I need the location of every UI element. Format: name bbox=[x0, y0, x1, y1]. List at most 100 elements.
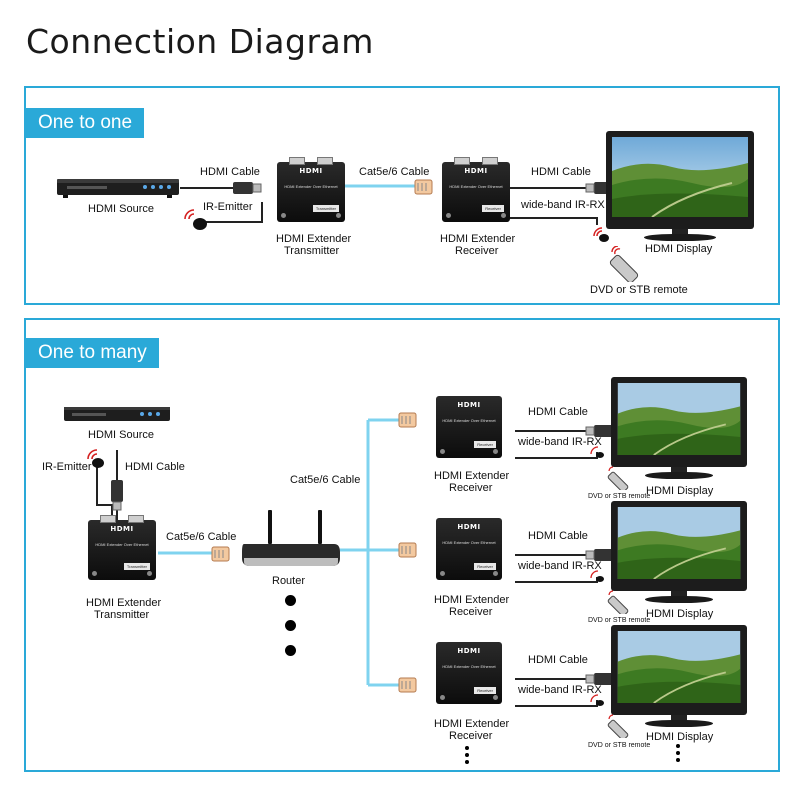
continuation-dot bbox=[676, 744, 680, 748]
hdmi-connector-icon bbox=[233, 182, 262, 194]
continuation-dot bbox=[285, 620, 296, 631]
continuation-dot bbox=[465, 753, 469, 757]
hdmi-display-row2 bbox=[611, 501, 747, 603]
one-to-one-panel bbox=[24, 86, 780, 305]
one-to-one-tab: One to one bbox=[26, 108, 145, 138]
device-tag: Transmitter bbox=[312, 205, 339, 212]
monitor-base bbox=[644, 234, 716, 241]
continuation-dot bbox=[285, 595, 296, 606]
remote-control-icon bbox=[607, 466, 629, 490]
ir-rx-label-row1: wide-band IR-RX bbox=[518, 436, 602, 448]
hdmi-cable-label-p1-right: HDMI Cable bbox=[531, 166, 591, 178]
one-to-many-panel bbox=[24, 318, 780, 772]
monitor-neck bbox=[671, 467, 687, 473]
hdmi-logo: HDMI bbox=[464, 167, 488, 175]
hdmi-display-label-row2: HDMI Display bbox=[646, 608, 714, 620]
device-subtitle: HDMI Extender Over Ethernet bbox=[442, 418, 496, 423]
hdmi-logo: HDMI bbox=[457, 401, 481, 409]
screw-icon bbox=[440, 449, 445, 454]
ir-rx-cable-row1 bbox=[515, 452, 598, 459]
device-subtitle: HDMI Extender Over Ethernet bbox=[442, 664, 496, 669]
hdmi-cable-label-row1: HDMI Cable bbox=[528, 406, 588, 418]
hdmi-connector-icon bbox=[585, 549, 614, 561]
screw-icon bbox=[493, 695, 498, 700]
rj45-connector-icon bbox=[398, 542, 417, 558]
ir-emitter-cable-p1 bbox=[205, 202, 263, 223]
hdmi-cable-label-p2-left: HDMI Cable bbox=[125, 461, 185, 473]
receiver-label-row2-l1: HDMI Extender bbox=[434, 594, 510, 606]
continuation-dot bbox=[465, 746, 469, 750]
receiver-label-p1-l2: Receiver bbox=[455, 245, 499, 257]
port-icon bbox=[317, 157, 333, 165]
transmitter-label-p1-l2: Transmitter bbox=[284, 245, 340, 257]
hdmi-connector-icon bbox=[585, 425, 614, 437]
receiver-label-row1-l2: Receiver bbox=[449, 482, 493, 494]
remote-label-p1: DVD or STB remote bbox=[590, 284, 688, 296]
device-tag: Receiver bbox=[474, 687, 496, 694]
monitor-neck bbox=[671, 591, 687, 597]
one-to-many-tab: One to many bbox=[26, 338, 159, 368]
port-icon bbox=[454, 157, 470, 165]
screw-icon bbox=[440, 571, 445, 576]
screw-icon bbox=[501, 213, 506, 218]
monitor-screen bbox=[617, 383, 741, 455]
device-subtitle: HDMI Extender Over Ethernet bbox=[442, 540, 496, 545]
continuation-dot bbox=[676, 751, 680, 755]
device-subtitle: HDMI Extender Over Ethernet bbox=[284, 184, 338, 189]
transmitter-label-p1-l1: HDMI Extender bbox=[276, 233, 352, 245]
ir-receiver-icon bbox=[590, 446, 604, 458]
hdmi-cable-label-p1-left: HDMI Cable bbox=[200, 166, 260, 178]
transmitter-device-p1: HDMI HDMI Extender Over Ethernet Transmi… bbox=[277, 157, 345, 222]
ir-emitter-cable-p2 bbox=[96, 465, 113, 520]
transmitter-label-p2-l1: HDMI Extender bbox=[86, 597, 162, 609]
ir-emitter-icon bbox=[87, 449, 104, 468]
remote-label-row1: DVD or STB remote bbox=[588, 493, 651, 500]
hdmi-source-label-p1: HDMI Source bbox=[88, 203, 155, 215]
transmitter-label-p2-l2: Transmitter bbox=[94, 609, 150, 621]
ir-emitter-label-p1: IR-Emitter bbox=[203, 201, 253, 213]
screw-icon bbox=[92, 571, 97, 576]
remote-control-icon bbox=[609, 246, 639, 282]
receiver-device-row3: HDMI HDMI Extender Over Ethernet Receive… bbox=[436, 642, 502, 704]
ir-rx-cable-p1 bbox=[510, 217, 598, 225]
device-tag: Receiver bbox=[474, 563, 496, 570]
device-tag: Receiver bbox=[482, 205, 504, 212]
monitor-neck bbox=[671, 715, 687, 721]
screw-icon bbox=[147, 571, 152, 576]
ir-emitter-label-p2: IR-Emitter bbox=[42, 461, 92, 473]
monitor-neck bbox=[672, 229, 688, 235]
hdmi-logo: HDMI bbox=[110, 525, 134, 533]
remote-control-icon bbox=[607, 714, 629, 738]
port-icon bbox=[128, 515, 144, 523]
ir-rx-label-row2: wide-band IR-RX bbox=[518, 560, 602, 572]
receiver-label-row3-l2: Receiver bbox=[449, 730, 493, 742]
continuation-dot bbox=[285, 645, 296, 656]
rj45-connector-icon bbox=[398, 677, 417, 693]
device-tag: Transmitter bbox=[123, 563, 150, 570]
hdmi-connector-icon bbox=[585, 673, 614, 685]
monitor-base bbox=[645, 472, 713, 479]
hdmi-display-row1 bbox=[611, 377, 747, 479]
hdmi-logo: HDMI bbox=[457, 523, 481, 531]
continuation-dot bbox=[465, 760, 469, 764]
receiver-label-row1-l1: HDMI Extender bbox=[434, 470, 510, 482]
monitor-screen bbox=[612, 137, 748, 217]
rj45-connector-icon bbox=[211, 546, 230, 562]
hdmi-display-label-p1: HDMI Display bbox=[645, 243, 713, 255]
receiver-device-row1: HDMI HDMI Extender Over Ethernet Receive… bbox=[436, 396, 502, 458]
receiver-label-row3-l1: HDMI Extender bbox=[434, 718, 510, 730]
hdmi-logo: HDMI bbox=[299, 167, 323, 175]
screw-icon bbox=[440, 695, 445, 700]
cat-cable-label-p2-left: Cat5e/6 Cable bbox=[166, 531, 237, 543]
hdmi-source-label-p2: HDMI Source bbox=[88, 429, 155, 441]
hdmi-logo: HDMI bbox=[457, 647, 481, 655]
ir-receiver-icon bbox=[590, 570, 604, 582]
cat-cable-label-p2-top: Cat5e/6 Cable bbox=[290, 474, 361, 486]
port-icon bbox=[482, 157, 498, 165]
ir-rx-label-row3: wide-band IR-RX bbox=[518, 684, 602, 696]
cat-cable-label-p1: Cat5e/6 Cable bbox=[359, 166, 430, 178]
screw-icon bbox=[446, 213, 451, 218]
monitor-base bbox=[645, 720, 713, 727]
transmitter-device-p2: HDMI HDMI Extender Over Ethernet Transmi… bbox=[88, 515, 156, 580]
router-label: Router bbox=[272, 575, 306, 587]
